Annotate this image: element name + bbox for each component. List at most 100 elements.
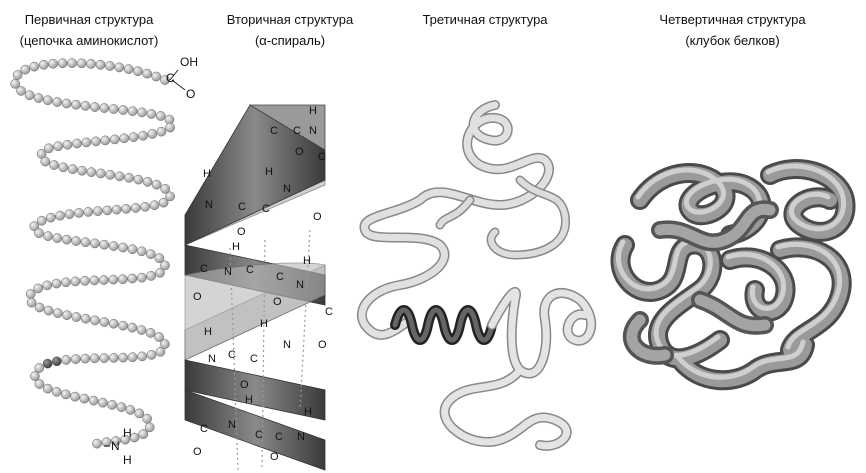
amino-acid-bead — [98, 398, 107, 407]
amino-acid-bead — [112, 205, 121, 214]
amino-acid-bead — [96, 169, 105, 178]
svg-text:C: C — [238, 201, 246, 213]
amino-acid-bead — [52, 279, 61, 288]
amino-acid-bead — [124, 173, 133, 182]
amino-acid-bead — [100, 240, 109, 249]
amino-acid-bead — [109, 353, 118, 362]
amino-acid-bead — [143, 69, 152, 78]
amino-acid-bead — [81, 101, 90, 110]
svg-text:H: H — [309, 105, 317, 117]
amino-acid-bead — [100, 317, 109, 326]
amino-acid-bead — [81, 314, 90, 323]
svg-text:N: N — [283, 183, 291, 195]
amino-acid-bead — [70, 392, 79, 401]
amino-acid-bead — [43, 232, 52, 241]
svg-text:O: O — [240, 379, 249, 391]
amino-acid-bead — [146, 250, 155, 259]
amino-acid-bead — [50, 160, 59, 169]
amino-acid-bead — [152, 72, 161, 81]
carboxyl-group: C OH O — [166, 55, 198, 101]
amino-acid-bead — [126, 405, 135, 414]
amino-acid-bead — [21, 65, 30, 74]
svg-text:O: O — [273, 296, 282, 308]
amino-acid-bead — [138, 352, 147, 361]
amino-acid-bead — [61, 278, 70, 287]
amino-acid-bead — [90, 276, 99, 285]
amino-acid-bead — [137, 247, 146, 256]
amino-acid-bead — [56, 211, 65, 220]
svg-text:O: O — [193, 291, 202, 303]
amino-acid-chain — [11, 59, 175, 449]
amino-acid-bead — [156, 111, 165, 120]
amino-acid-bead — [82, 138, 91, 147]
amino-acid-bead — [72, 139, 81, 148]
svg-text:N: N — [208, 353, 216, 365]
amino-acid-bead — [54, 142, 63, 151]
amine-h-top-label: H — [123, 426, 132, 440]
amino-acid-bead — [137, 108, 146, 117]
amino-acid-bead — [120, 134, 129, 143]
svg-text:N: N — [205, 199, 213, 211]
amino-acid-bead — [90, 354, 99, 363]
amino-acid-bead — [30, 62, 39, 71]
amino-acid-bead — [43, 96, 52, 105]
svg-text:C: C — [276, 271, 284, 283]
svg-text:N: N — [296, 279, 304, 291]
svg-text:N: N — [228, 419, 236, 431]
svg-text:O: O — [270, 451, 279, 463]
svg-text:H: H — [303, 255, 311, 267]
amino-acid-bead — [100, 103, 109, 112]
amino-acid-bead — [77, 166, 86, 175]
svg-text:C: C — [325, 306, 333, 318]
amino-acid-bead — [61, 390, 70, 399]
amino-acid-bead — [137, 273, 146, 282]
amino-acid-bead — [62, 311, 71, 320]
amino-acid-bead — [80, 276, 89, 285]
amino-acid-bead — [17, 86, 26, 95]
amino-acid-bead — [77, 59, 86, 68]
amino-acid-bead — [150, 201, 159, 210]
svg-text:C: C — [270, 125, 278, 137]
svg-text:N: N — [283, 339, 291, 351]
amino-acid-bead — [62, 235, 71, 244]
amino-acid-bead — [156, 347, 165, 356]
amino-acid-bead — [46, 213, 55, 222]
amino-acid-bead — [71, 277, 80, 286]
carboxyl-o-label: O — [186, 87, 195, 101]
amino-acid-bead — [92, 439, 101, 448]
svg-text:O: O — [313, 211, 322, 223]
amino-acid-bead — [59, 163, 68, 172]
amino-acid-bead — [133, 67, 142, 76]
amino-acid-bead — [119, 353, 128, 362]
amino-acid-bead — [89, 396, 98, 405]
amino-acid-bead — [53, 234, 62, 243]
svg-text:C: C — [255, 429, 263, 441]
amino-acid-bead — [143, 177, 152, 186]
amino-acid-bead — [91, 137, 100, 146]
amino-acid-bead — [41, 157, 50, 166]
amino-acid-bead — [84, 207, 93, 216]
amino-acid-bead — [72, 312, 81, 321]
amino-acid-bead — [74, 208, 83, 217]
amino-acid-bead — [93, 207, 102, 216]
amino-acid-bead — [63, 140, 72, 149]
amino-acid-bead — [39, 60, 48, 69]
amino-acid-bead — [128, 245, 137, 254]
amino-acid-bead — [141, 202, 150, 211]
amino-acid-bead — [147, 109, 156, 118]
amino-acid-bead — [119, 321, 128, 330]
amino-acid-bead — [143, 414, 152, 423]
amino-acid-bead — [119, 105, 128, 114]
amino-acid-bead — [105, 61, 114, 70]
amino-acid-bead — [34, 284, 43, 293]
amino-acid-bead — [129, 133, 138, 142]
amino-acid-bead — [87, 168, 96, 177]
amino-acid-bead — [30, 372, 39, 381]
amine-n-label: N — [111, 439, 120, 453]
amino-acid-bead — [128, 353, 137, 362]
amino-acid-bead — [109, 241, 118, 250]
amino-acid-bead — [87, 59, 96, 68]
amino-acid-bead — [148, 129, 157, 138]
amino-acid-bead — [109, 104, 118, 113]
amino-acid-bead — [108, 400, 117, 409]
